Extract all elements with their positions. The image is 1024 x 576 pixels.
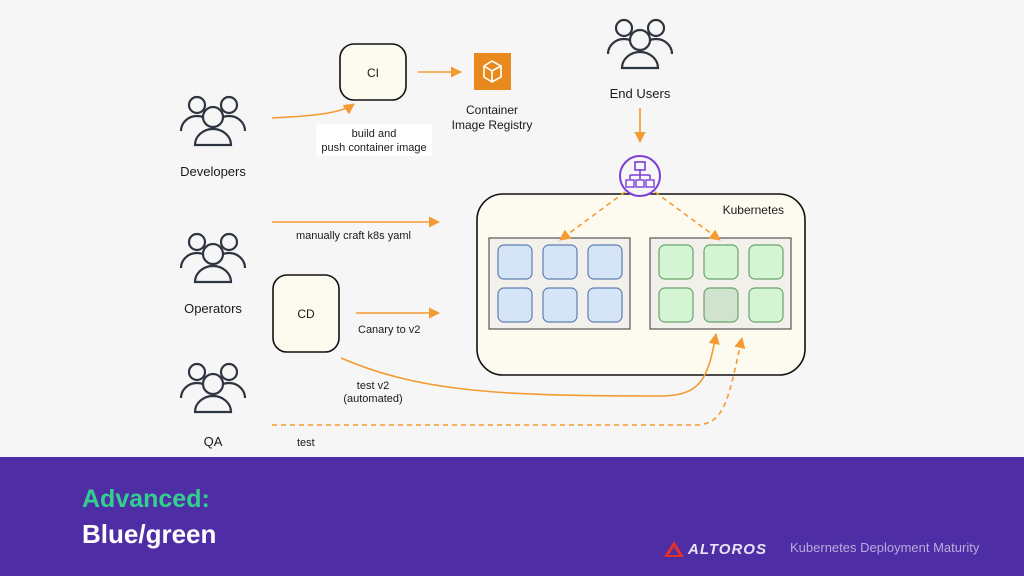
cd-label: CD [297, 307, 315, 321]
green-pods [658, 244, 784, 323]
kubernetes-label: Kubernetes [723, 203, 784, 217]
green-pod [748, 244, 784, 280]
cd-test-v2-arrow [340, 332, 720, 397]
deck-title: Kubernetes Deployment Maturity [790, 540, 980, 555]
title-banner: Advanced: Blue/green ALTOROS Kubernetes … [0, 457, 1024, 576]
blue-pod [542, 287, 578, 323]
developers-icon [179, 95, 247, 147]
blue-pod [497, 287, 533, 323]
test-label: test [297, 437, 315, 449]
manual-label: manually craft k8s yaml [296, 230, 411, 242]
build-label-line1: build and [352, 128, 397, 140]
ci-label: CI [367, 66, 379, 80]
build-label-line2: push container image [321, 142, 426, 154]
build-label-bg [316, 124, 432, 156]
registry-label-line1: Container [466, 103, 518, 117]
blue-pod [587, 287, 623, 323]
end-users-icon [606, 18, 674, 70]
ci-box [339, 43, 407, 101]
green-pod [658, 287, 694, 323]
end-users-label: End Users [610, 86, 671, 101]
dev-to-ci-arrow [271, 103, 355, 119]
green-pod [748, 287, 784, 323]
blue-pod [497, 244, 533, 280]
operators-label: Operators [184, 301, 242, 316]
green-pod [703, 244, 739, 280]
blue-pods [497, 244, 623, 323]
blue-pod [587, 244, 623, 280]
blue-green-diagram: Developers Operators QA End Users CI CD … [179, 18, 806, 449]
developers-label: Developers [180, 164, 246, 179]
green-pod [658, 244, 694, 280]
test-v2-label-line1: test v2 [357, 380, 389, 392]
altoros-logo: ALTOROS [664, 540, 767, 558]
green-pod [703, 287, 739, 323]
cd-box [272, 274, 340, 353]
altoros-logo-icon [664, 541, 684, 557]
qa-label: QA [204, 434, 223, 449]
operators-icon [179, 232, 247, 284]
qa-test-arrow [272, 336, 746, 426]
lb-to-green-arrow [654, 191, 721, 241]
registry-label-line2: Image Registry [452, 118, 533, 132]
slide-subtitle: Blue/green [82, 519, 217, 549]
slide-title: Advanced: [82, 485, 210, 513]
qa-icon [179, 362, 247, 414]
test-v2-label-line2: (automated) [343, 393, 402, 405]
load-balancer-icon [619, 155, 661, 197]
container-registry-icon [474, 53, 511, 90]
blue-pod [542, 244, 578, 280]
canary-label: Canary to v2 [358, 324, 420, 336]
brand-name: ALTOROS [688, 540, 767, 558]
lb-to-blue-arrow [559, 191, 626, 241]
